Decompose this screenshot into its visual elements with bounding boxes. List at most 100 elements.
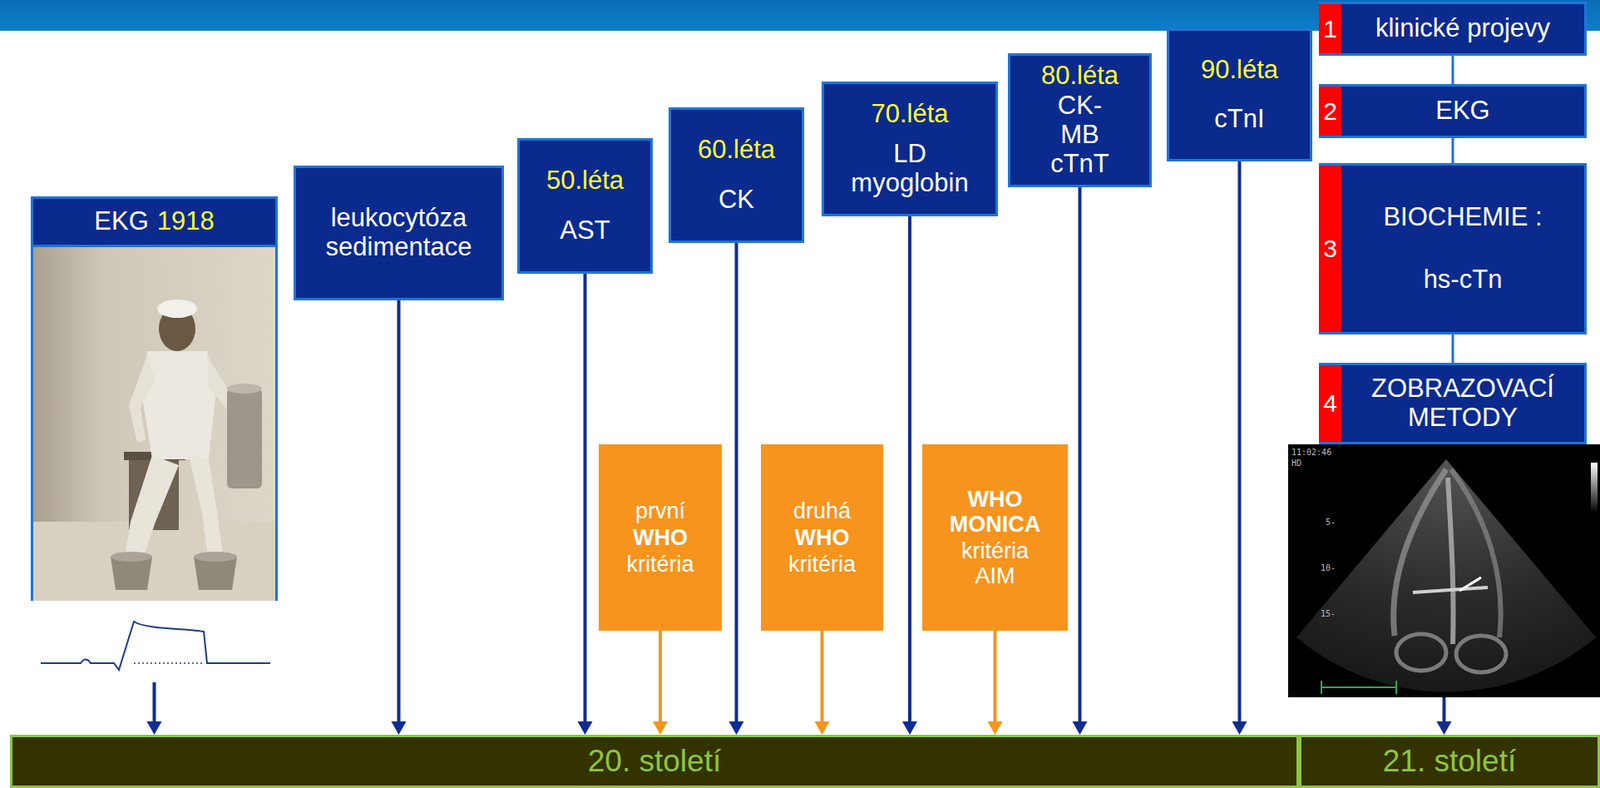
timeline-node: 1 klinické projevy <box>1318 1 1587 56</box>
decade-label: 50.léta <box>546 166 624 196</box>
illustration-part <box>227 383 262 394</box>
step-body: EKG <box>1341 86 1585 136</box>
step-body: ZOBRAZOVACÍ METODY <box>1341 365 1585 442</box>
illustration-part <box>30 246 34 601</box>
timeline-node: EKG1918 <box>30 196 278 682</box>
step-number: 4 <box>1323 389 1338 418</box>
connector-line <box>735 242 739 723</box>
timeline-node: 90.léta cTnI <box>1166 28 1313 162</box>
illustration-part <box>1288 444 1600 697</box>
illustration-part <box>1590 462 1598 513</box>
connector-line <box>658 630 662 723</box>
illustration-part <box>188 454 224 563</box>
illustration-part <box>1456 635 1507 672</box>
connector <box>577 273 593 735</box>
timeline-node: 80.létaCK-MB cTnT <box>1007 53 1152 188</box>
illustration-part <box>193 551 238 562</box>
arrow-head <box>391 720 407 735</box>
connector-line <box>1451 138 1455 163</box>
step-number: 3 <box>1323 234 1338 263</box>
arrow-head <box>652 720 668 735</box>
step-text: EKG <box>1435 96 1490 126</box>
arrow-head <box>814 720 830 735</box>
marker-text: AST <box>559 216 610 246</box>
century-text: 20. století <box>587 743 721 779</box>
ekg-photo <box>30 246 278 601</box>
illustration-part <box>275 246 278 601</box>
echo-label: 11:02:46 <box>1291 447 1332 457</box>
year-text: 1918 <box>157 207 215 237</box>
marker-text: CK-MB cTnT <box>1050 91 1110 178</box>
connector <box>1452 138 1454 163</box>
connector-line <box>1451 55 1455 84</box>
arrow-head <box>147 720 163 735</box>
illustration-part <box>1412 587 1488 593</box>
connector <box>987 630 1003 735</box>
illustration-part <box>30 521 278 601</box>
connector-line <box>1451 334 1455 363</box>
step-strip: 2 <box>1318 86 1342 136</box>
decade-label: 60.léta <box>697 135 776 165</box>
illustration-part <box>142 350 216 460</box>
step-text: klinické projevy <box>1375 14 1551 44</box>
century-text: 21. století <box>1382 743 1517 779</box>
marker-text: cTnI <box>1214 104 1265 134</box>
connector-line <box>1238 161 1242 723</box>
criteria-text: druhá <box>793 498 851 524</box>
illustration-part <box>1447 477 1454 644</box>
step-number: 1 <box>1323 14 1338 44</box>
illustration-part <box>40 621 271 670</box>
decade-label: 80.léta <box>1041 61 1119 91</box>
connector-line <box>397 300 401 723</box>
connector-line <box>153 681 157 723</box>
connector-line <box>820 630 825 723</box>
timeline-band: 21. století <box>1298 734 1600 788</box>
echo-label: 15- <box>1320 608 1336 618</box>
connector <box>1232 161 1248 735</box>
step-strip: 3 <box>1318 165 1342 332</box>
illustration-part <box>1395 680 1398 694</box>
timeline-node: leukocytóza sedimentace <box>293 165 504 301</box>
timeline-node: 2 EKG <box>1318 83 1587 139</box>
timeline-band: 20. století <box>9 734 1299 788</box>
connector <box>652 630 668 735</box>
timeline-node: 50.létaAST <box>517 138 653 274</box>
echo-label: HD <box>1291 458 1302 468</box>
connector-line <box>583 273 588 723</box>
illustration-part <box>157 299 198 318</box>
criteria-text: kritéria <box>626 551 694 577</box>
decade-label: 90.léta <box>1200 55 1279 85</box>
connector <box>1452 334 1454 363</box>
step-number: 2 <box>1323 97 1338 126</box>
illustration-part <box>1396 633 1447 671</box>
illustration-part <box>133 661 204 664</box>
connector <box>1437 696 1452 735</box>
timeline-node: WHO MONICAkritéria AIM <box>922 444 1068 631</box>
criteria-text: WHO MONICA <box>949 486 1041 537</box>
connector-line <box>1078 187 1082 723</box>
box-face: 4 ZOBRAZOVACÍ METODY <box>1318 362 1587 445</box>
marker-text: CK <box>718 185 755 215</box>
arrow-head <box>1437 720 1452 735</box>
step-strip: 4 <box>1318 365 1342 442</box>
step-body: BIOCHEMIE :hs-cTn <box>1341 165 1585 332</box>
illustration-part <box>1459 577 1482 591</box>
illustration-part <box>1320 680 1323 694</box>
illustration-part <box>1296 459 1596 692</box>
marker-text: LD myoglobin <box>850 139 968 198</box>
arrow-head <box>902 720 918 735</box>
timeline-node: 60.létaCK <box>668 107 805 243</box>
illustration-part <box>128 355 156 443</box>
arrow-head <box>729 720 745 735</box>
illustration-part <box>30 246 278 601</box>
criteria-text: první <box>635 498 686 524</box>
step-text: ZOBRAZOVACÍ METODY <box>1371 374 1555 432</box>
arrow-head <box>987 720 1003 735</box>
timeline-node: 70.létaLD myoglobin <box>821 81 998 217</box>
step-text: BIOCHEMIE : <box>1382 202 1542 233</box>
box-face: EKG1918 <box>30 196 278 247</box>
timeline-node: druháWHOkritéria <box>760 444 884 631</box>
connector-line <box>908 216 912 723</box>
illustration-part <box>123 454 179 565</box>
marker-text: leukocytóza sedimentace <box>325 203 473 262</box>
